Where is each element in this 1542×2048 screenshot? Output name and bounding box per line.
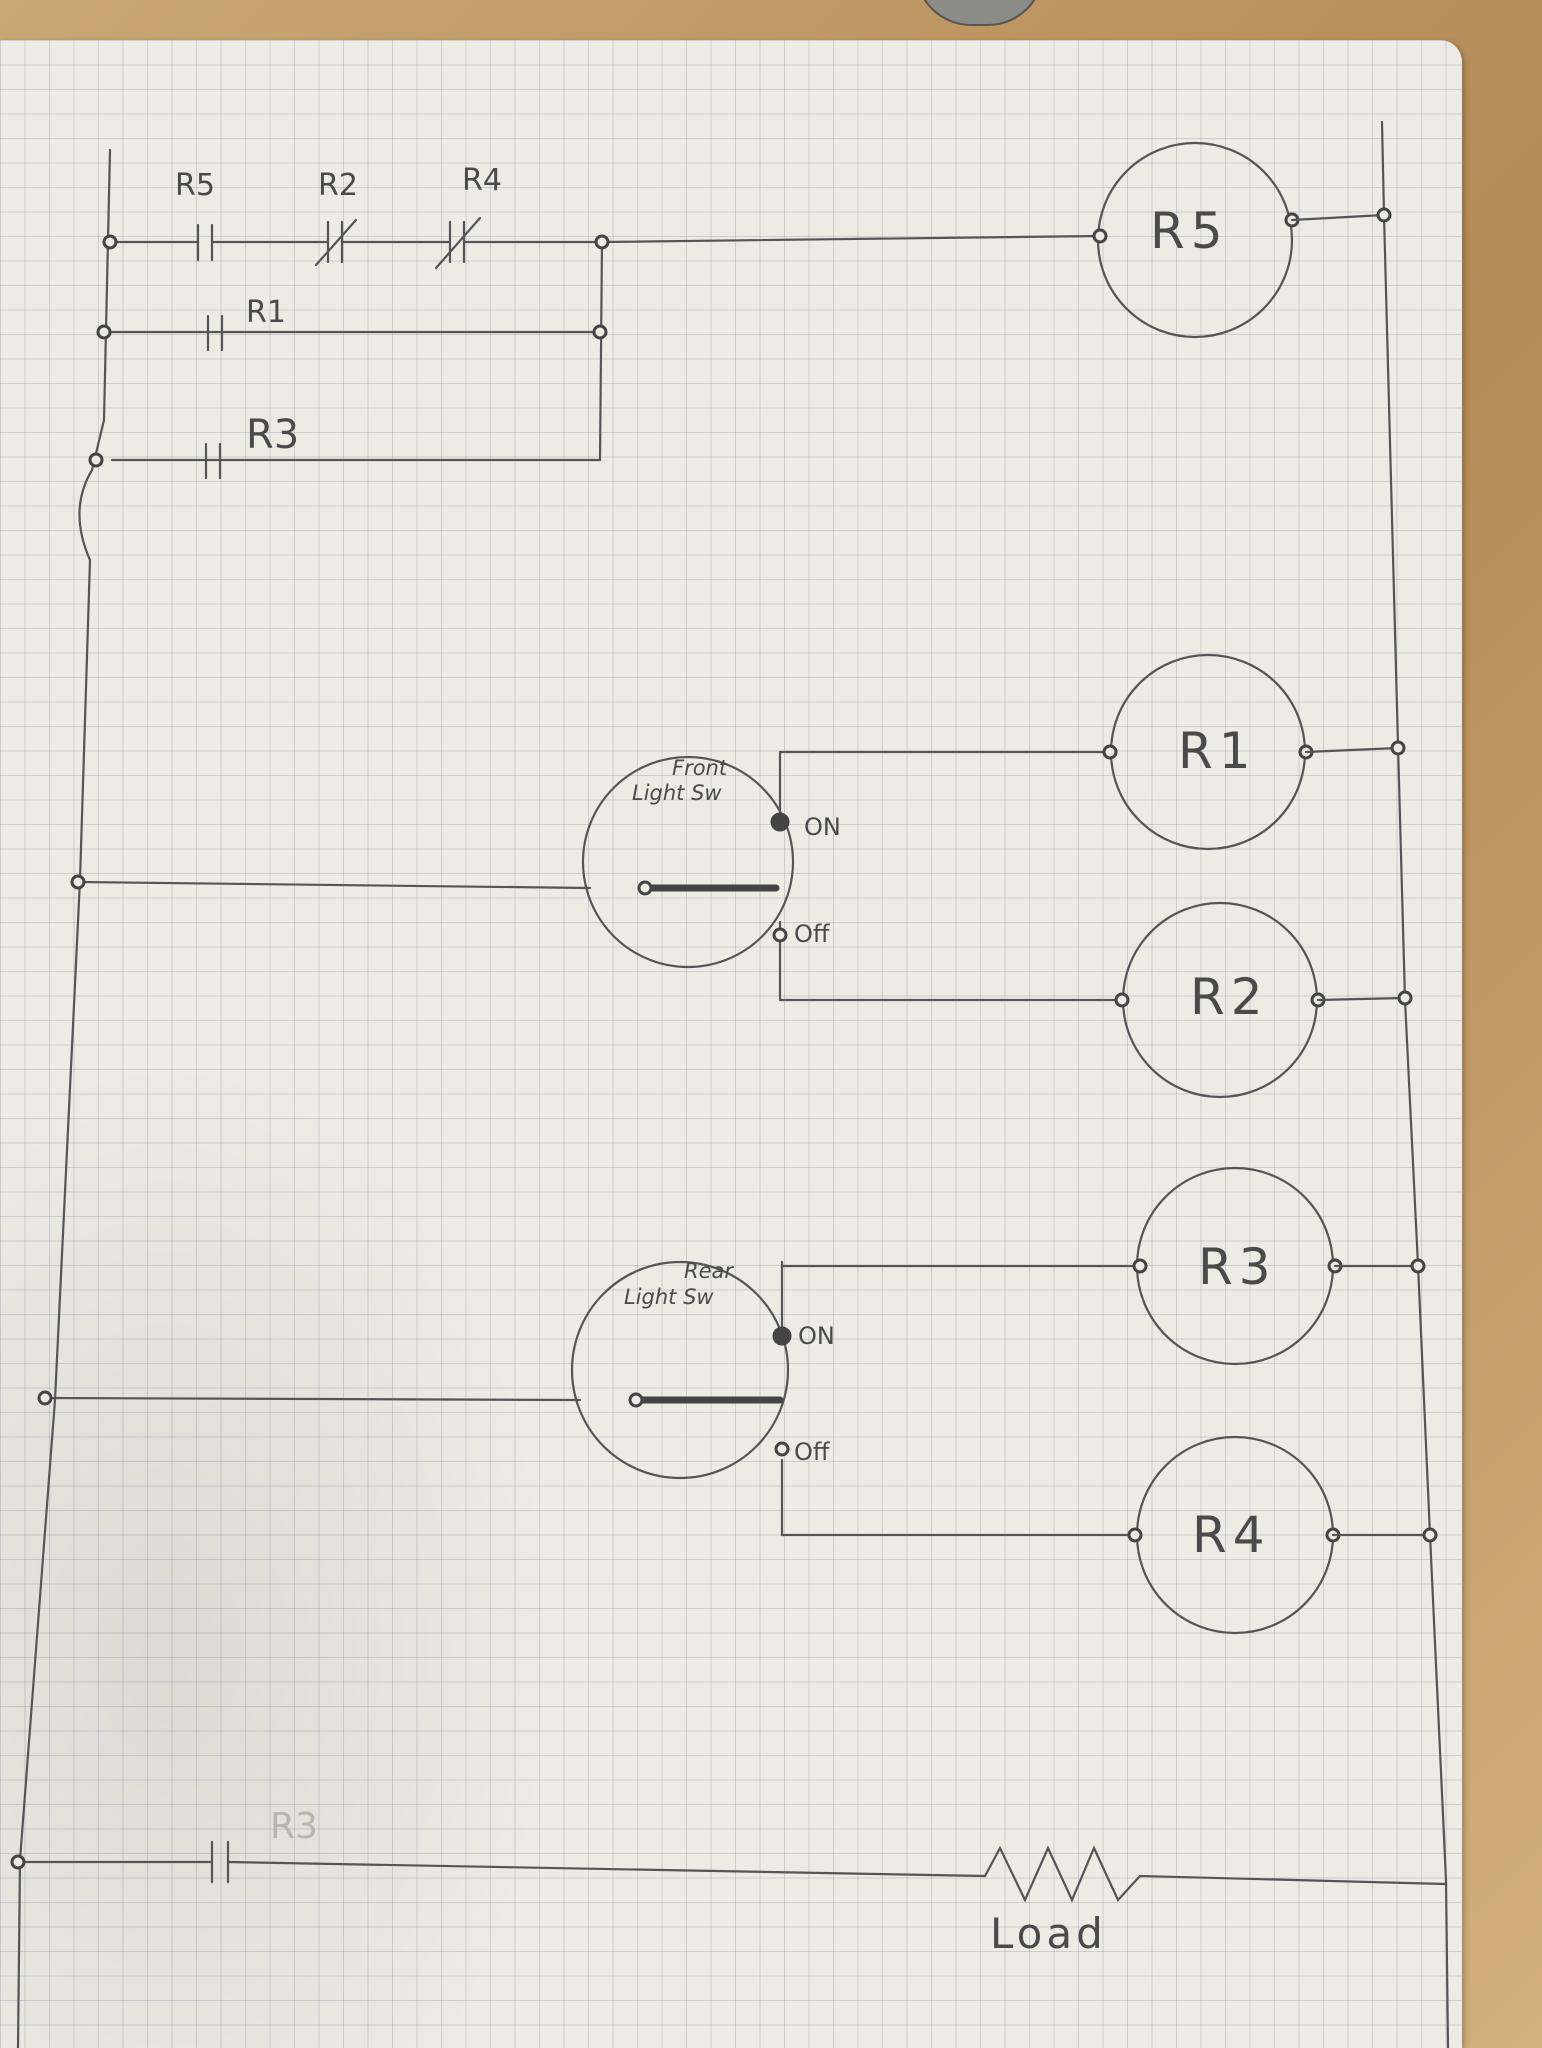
front-light-switch: Front Light Sw ON Off — [70, 750, 1124, 1002]
contact-r4-nc: R4 — [462, 163, 502, 198]
front-switch-title: Front — [672, 756, 728, 780]
coil-r3: R3 — [1132, 1166, 1426, 1366]
rung-load: R3 — [10, 1806, 987, 1884]
front-switch-off-label: Off — [794, 920, 830, 948]
rear-switch-off-label: Off — [794, 1438, 830, 1466]
node — [96, 324, 112, 340]
front-switch-on-label: ON — [804, 813, 841, 841]
contact-r2-label: R2 — [318, 168, 358, 203]
contact-r1-label: R1 — [246, 295, 286, 330]
right-power-rail — [1380, 120, 1450, 2048]
load-resistor: Load — [983, 1845, 1448, 1958]
coil-r2: R2 — [1114, 901, 1413, 1099]
contact-r4-label: R4 — [462, 163, 502, 198]
node — [88, 452, 104, 468]
coil-r5-label: R5 — [1150, 202, 1229, 260]
left-power-rail — [16, 148, 112, 2048]
contact-r3-load-label: R3 — [270, 1806, 318, 1847]
contact-r3: R3 — [204, 412, 299, 480]
node — [594, 234, 610, 250]
coil-r4-label: R4 — [1192, 1506, 1271, 1564]
rear-switch-title: Rear — [684, 1259, 734, 1283]
contact-r2-nc: R2 — [318, 168, 358, 203]
coil-r1: R1 — [1102, 653, 1406, 851]
contact-r5-top: R5 — [175, 168, 215, 203]
coil-r2-label: R2 — [1190, 968, 1269, 1026]
contact-r3-label: R3 — [246, 412, 299, 458]
coil-r1-label: R1 — [1178, 722, 1257, 780]
coil-r3-label: R3 — [1198, 1238, 1277, 1296]
contact-r5-label: R5 — [175, 168, 215, 203]
front-switch-subtitle: Light Sw — [632, 781, 722, 805]
contact-r1: R1 — [206, 295, 286, 352]
node — [592, 324, 608, 340]
paper-shadow — [0, 1050, 560, 2048]
rear-switch-on-label: ON — [798, 1322, 835, 1350]
rear-switch-subtitle: Light Sw — [624, 1285, 714, 1309]
coil-r4: R4 — [1127, 1435, 1438, 1635]
graph-paper — [0, 40, 1462, 2048]
rear-light-switch: Rear Light Sw ON Off — [37, 1259, 1142, 1537]
node — [102, 234, 118, 250]
load-label: Load — [990, 1909, 1107, 1958]
coil-r5: R5 — [1092, 141, 1392, 339]
